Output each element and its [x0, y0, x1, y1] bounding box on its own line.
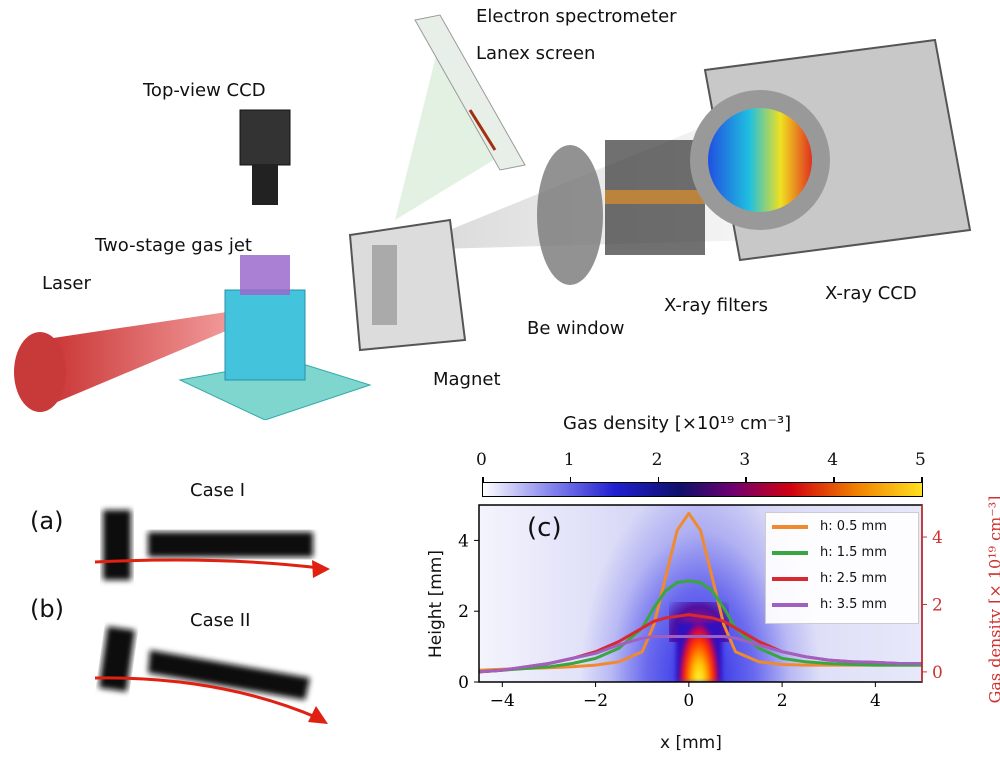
top-view-ccd-lens	[252, 165, 278, 205]
label-electron-spectrometer: Electron spectrometer	[476, 6, 677, 27]
lanex-screen	[414, 14, 526, 171]
series-line-3	[478, 635, 922, 674]
label-xray-filters: X-ray filters	[664, 295, 768, 316]
y2-axis-label: Gas density [× 10¹⁹ cm⁻³]	[985, 495, 1000, 704]
legend-label: h: 1.5 mm	[820, 545, 887, 560]
series-line-1	[478, 579, 922, 674]
legend-label: h: 0.5 mm	[820, 519, 887, 534]
setup-diagram	[14, 14, 972, 420]
case2-block-right	[148, 650, 310, 700]
legend-item: h: 3.5 mm	[772, 597, 887, 612]
label-top-view-ccd: Top-view CCD	[143, 80, 266, 101]
y-tick-label: 2	[458, 602, 469, 622]
case2-arrow	[94, 676, 319, 720]
legend-item: h: 1.5 mm	[772, 545, 887, 560]
label-lanex-screen: Lanex screen	[476, 43, 596, 64]
colorbar-tick	[745, 477, 747, 483]
colorbar	[482, 482, 923, 497]
colorbar-tick-label: 2	[651, 450, 663, 470]
be-window	[537, 145, 603, 285]
legend-swatch	[772, 524, 808, 529]
colorbar-label: Gas density [×10¹⁹ cm⁻³]	[563, 413, 792, 434]
laser-beam	[40, 310, 240, 405]
x-tick-label: 2	[777, 691, 788, 711]
case1-arrowhead	[312, 560, 330, 578]
label-xray-ccd: X-ray CCD	[825, 283, 917, 304]
xray-ccd-sensor	[708, 108, 812, 212]
legend-label: h: 2.5 mm	[820, 571, 887, 586]
case2-block-left	[98, 626, 136, 692]
colorbar-tick	[569, 477, 572, 483]
electron-trace	[468, 109, 497, 151]
colorbar-tick	[657, 477, 660, 483]
colorbar-tick-label: 4	[827, 450, 839, 470]
panel-b-tag: (b)	[30, 595, 64, 623]
legend-label: h: 3.5 mm	[820, 597, 887, 612]
top-view-ccd-camera	[239, 109, 291, 166]
magnet-gap	[372, 245, 397, 325]
gas-jet-block	[224, 289, 306, 381]
label-magnet: Magnet	[433, 369, 501, 390]
colorbar-tick-label: 0	[476, 450, 487, 470]
y-axis-label: Height [mm]	[426, 550, 446, 658]
case2-arrowhead	[308, 706, 328, 724]
x-tick-label: 0	[683, 691, 694, 711]
colorbar-tick-label: 1	[563, 450, 575, 470]
y-tick-label: 0	[458, 673, 469, 693]
y2-tick-label: 4	[932, 528, 943, 548]
label-laser: Laser	[42, 273, 91, 294]
x-tick-label: 4	[870, 691, 881, 711]
panel-a-title: Case I	[190, 480, 246, 501]
colorbar-tick	[482, 477, 484, 483]
colorbar-tick-label: 5	[915, 450, 926, 470]
gas-jet-nozzle	[240, 255, 290, 295]
chart-legend: h: 0.5 mm h: 1.5 mm h: 2.5 mm h: 3.5 mm	[765, 512, 919, 624]
colorbar-tick	[921, 477, 923, 483]
label-be-window: Be window	[527, 318, 625, 339]
case1-block-right	[148, 532, 313, 557]
lanex-green-cone	[395, 40, 510, 220]
case-panels	[94, 510, 330, 724]
x-tick-label: −2	[583, 691, 608, 711]
panel-c-tag: (c)	[527, 513, 562, 543]
case1-arrow	[94, 558, 321, 570]
legend-swatch	[772, 602, 808, 607]
y-tick-label: 4	[458, 531, 469, 551]
x-axis-label: x [mm]	[660, 733, 722, 753]
legend-swatch	[772, 576, 808, 581]
y2-tick-label: 0	[932, 663, 943, 683]
panel-a-tag: (a)	[30, 507, 64, 535]
laser-beam-end	[14, 332, 66, 412]
xray-filters	[605, 140, 705, 255]
y2-tick-label: 2	[932, 595, 943, 615]
x-tick-label: −4	[490, 691, 515, 711]
colorbar-tick	[833, 477, 835, 483]
colorbar-tick-label: 3	[739, 450, 751, 470]
legend-item: h: 0.5 mm	[772, 519, 887, 534]
legend-item: h: 2.5 mm	[772, 571, 887, 586]
legend-swatch	[772, 550, 808, 555]
case1-block-left	[103, 510, 131, 580]
label-two-stage-gas-jet: Two-stage gas jet	[95, 235, 252, 256]
panel-b-title: Case II	[190, 610, 251, 631]
